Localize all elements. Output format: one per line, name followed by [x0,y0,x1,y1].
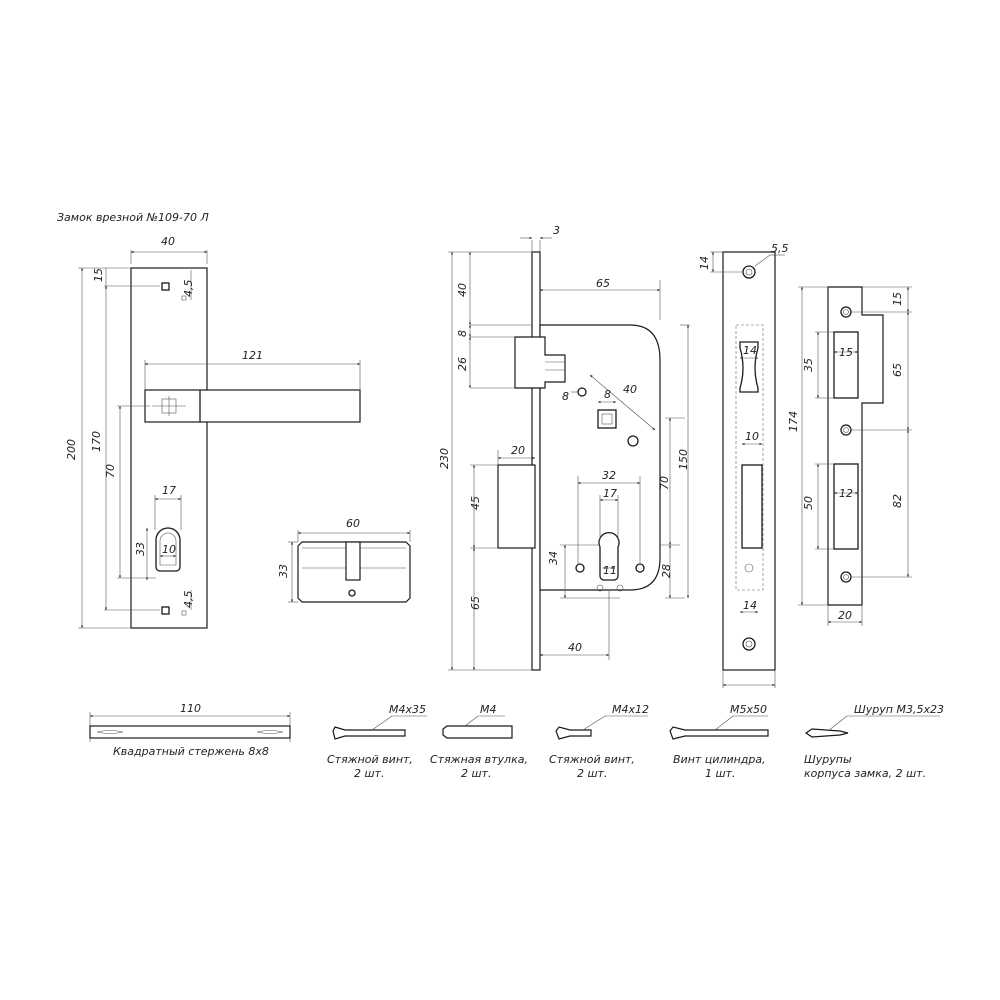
dim-face-5-5: 5,5 [771,242,789,255]
dim-bottom-40: 40 [568,641,582,654]
dim-bolt-20: 20 [511,444,525,457]
dim-latch-26: 26 [456,357,469,371]
dim-cylinder-height: 33 [277,564,290,578]
screw-m4x35-caption-1: Стяжной винт, [327,753,413,766]
screw-m4x12-size: M4х12 [612,703,649,716]
cylinder-screw-caption-2: 1 шт. [705,767,735,780]
screw-m4x35-caption-2: 2 шт. [354,767,384,780]
dim-cylinder-cutout-height: 33 [134,542,147,556]
dim-top-40: 40 [456,283,469,297]
sleeve-m4-item: M4 Стяжная втулка, 2 шт. [430,703,528,780]
dim-strike-65: 65 [891,363,904,377]
dim-face-14-top: 14 [698,256,711,270]
wood-screw-size: Шуруп M3,5х23 [854,703,944,716]
screw-m4x12-caption-1: Стяжной винт, [549,753,635,766]
handle-backplate [130,267,208,629]
sleeve-m4-size: M4 [480,703,497,716]
screw-m4x12-item: M4х12 Стяжной винт, 2 шт. [549,703,649,780]
screw-m4x35-size: M4х35 [389,703,426,716]
drawing-title: Замок врезной №109-70 Л [57,211,209,224]
dim-strike-50: 50 [802,496,815,510]
dim-handle-height: 200 [65,439,78,460]
dim-hole-8: 8 [562,390,569,403]
dim-cylinder-cutout-dia: 10 [162,543,176,556]
dim-diagonal-40: 40 [623,383,637,396]
spindle-size: 110 [180,702,201,715]
lock-body-view: 3 65 40 8 26 230 8 8 40 20 45 32 17 150 … [438,224,690,671]
screw-m4x12-caption-2: 2 шт. [577,767,607,780]
spindle-item: 110 Квадратный стержень 8х8 [89,702,291,758]
dim-32: 32 [602,469,616,482]
dim-backset: 65 [596,277,610,290]
dim-17: 17 [603,487,617,500]
dim-cylinder-length: 60 [346,517,360,530]
dim-face-10: 10 [745,430,759,443]
accessories-row: 110 Квадратный стержень 8х8 M4х35 Стяжно… [89,702,944,780]
dim-34: 34 [547,551,560,565]
dim-28: 28 [660,564,673,578]
dim-lever-length: 121 [242,349,263,362]
dim-screw-spacing: 170 [90,431,103,452]
cylinder-screw-caption-1: Винт цилиндра, [673,753,766,766]
dim-strike-35: 35 [802,358,815,372]
dim-cylinder-cutout-width: 17 [162,484,176,497]
dim-bolt-45: 45 [469,496,482,510]
dim-handle-width: 40 [161,235,175,248]
dim-face-14-bottom: 14 [743,599,757,612]
dim-strike-174: 174 [787,411,800,432]
dim-strike-12: 12 [839,487,853,500]
dim-70: 70 [658,476,671,490]
sleeve-m4-caption-1: Стяжная втулка, [430,753,528,766]
dim-square-8: 8 [604,388,611,401]
handle-view: 40 15 4,5 121 200 170 70 17 33 10 4,5 [65,235,361,629]
dim-strike-15-top: 15 [891,292,904,306]
dim-strike-82: 82 [891,494,904,508]
dim-screw-dia-top: 4,5 [182,280,195,298]
dim-plate-thickness: 3 [553,224,560,237]
dim-face-14-latch: 14 [743,344,757,357]
lock-faceplate-side [531,251,541,671]
dim-body-height: 230 [438,448,451,469]
cylinder-screw-item: M5х50 Винт цилиндра, 1 шт. [669,703,769,780]
faceplate-view: 14 5,5 14 10 14 [698,242,789,688]
dim-bottom-65: 65 [469,596,482,610]
spindle-caption: Квадратный стержень 8х8 [113,745,269,758]
dim-lever-to-cylinder: 70 [104,464,117,478]
wood-screw-item: Шуруп M3,5х23 Шурупы корпуса замка, 2 шт… [804,703,944,780]
cylinder-screw-size: M5х50 [730,703,767,716]
wood-screw-caption-2: корпуса замка, 2 шт. [804,767,926,780]
dim-top-8: 8 [456,330,469,337]
dim-11: 11 [603,564,617,577]
dim-screw-dia-bottom: 4,5 [182,591,195,609]
cylinder-view: 60 33 [277,517,411,603]
dim-strike-20: 20 [838,609,852,622]
screw-m4x35-item: M4х35 Стяжной винт, 2 шт. [327,703,427,780]
dim-150: 150 [677,449,690,470]
wood-screw-caption-1: Шурупы [804,753,852,766]
strike-plate-view: 15 35 15 65 174 50 12 82 20 [787,286,912,626]
dim-strike-15-window: 15 [839,346,853,359]
sleeve-m4-caption-2: 2 шт. [461,767,491,780]
dim-handle-top-offset: 15 [92,268,105,282]
